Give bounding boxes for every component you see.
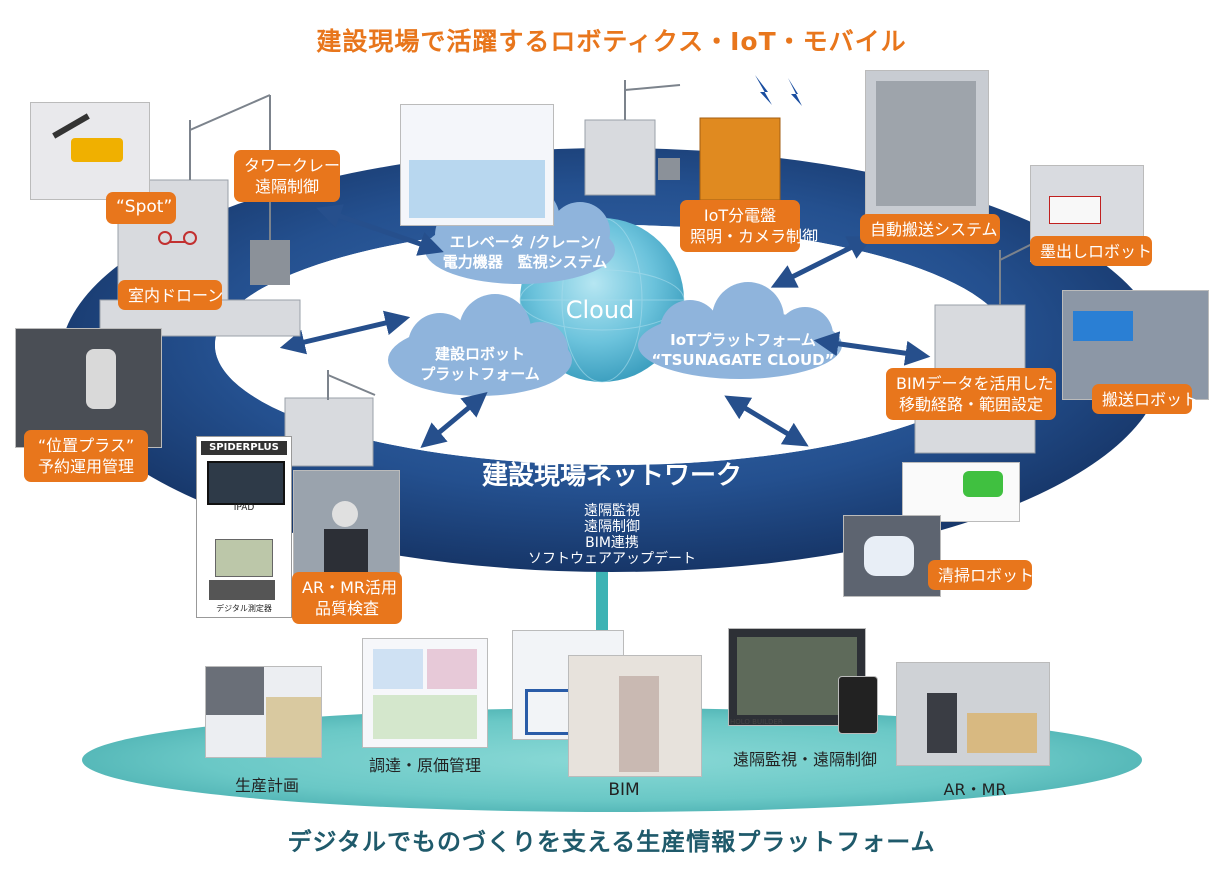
cloud-robot-line2: プラットフォーム — [420, 365, 540, 383]
network-function-2: 遠隔制御 — [584, 519, 640, 535]
bim-crane-image — [568, 655, 702, 777]
monitor-system-image — [400, 104, 554, 226]
label-position-plus-line1: “位置プラス” — [37, 436, 135, 455]
title-top: 建設現場で活躍するロボティクス・IoT・モバイル — [316, 27, 907, 56]
label-auto-transport: 自動搬送システム — [860, 214, 1000, 244]
building-top — [584, 119, 656, 196]
crane-top — [624, 80, 681, 120]
label-procurement: 調達・原価管理 — [368, 756, 481, 775]
cloud-monitor-line2: 電力機器 監視システム — [442, 253, 608, 271]
cloud-iot-line2: “TSUNAGATE CLOUD” — [651, 351, 835, 369]
arrow-spider — [420, 391, 488, 449]
label-remote: 遠隔監視・遠隔制御 — [732, 750, 877, 769]
label-ar-inspection-line2: 品質検査 — [314, 599, 379, 618]
label-tower-crane: タワークレーン 遠隔制御 — [234, 150, 356, 202]
spot-robot-image — [30, 102, 150, 200]
cloud-robot-line1: 建設ロボット — [434, 345, 525, 363]
arrow-right — [813, 331, 931, 366]
drone-image — [158, 231, 197, 245]
arrow-transport — [770, 236, 874, 288]
arrow-left — [279, 310, 411, 355]
armr-image — [896, 662, 1050, 766]
cloud-label: Cloud — [565, 296, 635, 324]
network-function-4: ソフトウェアアップデート — [528, 551, 696, 567]
procurement-image — [362, 638, 488, 748]
label-tower-crane-line1: タワークレーン — [244, 156, 356, 175]
label-ar-inspection: AR・MR活用 品質検査 — [292, 572, 402, 624]
production-image — [205, 666, 322, 758]
cloud-robot-text: 建設ロボット プラットフォーム — [410, 344, 550, 384]
arrow-bim — [724, 395, 809, 447]
label-ar-inspection-line1: AR・MR活用 — [302, 578, 397, 597]
label-tower-crane-line2: 遠隔制御 — [254, 177, 319, 196]
label-iot-panel-line2: 照明・カメラ制御 — [690, 227, 819, 246]
iot-panel-image — [699, 117, 781, 201]
arrow-crane — [316, 204, 444, 256]
label-iot-panel-line1: IoT分電盤 — [703, 206, 777, 225]
auto-transport-image — [865, 70, 989, 217]
network-function-3: BIM連携 — [585, 535, 639, 551]
label-bim-route-line2: 移動経路・範囲設定 — [898, 395, 1043, 414]
title-bottom: デジタルでものづくりを支える生産情報プラットフォーム — [287, 828, 936, 856]
label-iot-panel: IoT分電盤 照明・カメラ制御 — [680, 200, 819, 252]
remote-monitor-image — [728, 628, 866, 726]
network-functions: 遠隔監視 遠隔制御 BIM連携 ソフトウェアアップデート — [512, 503, 712, 567]
cloud-iot-text: IoTプラットフォーム “TSUNAGATE CLOUD” — [648, 330, 838, 370]
network-title-line2: 建設現場ネットワーク — [481, 461, 742, 491]
position-plus-image — [15, 328, 162, 448]
label-transport-robot: 搬送ロボット — [1092, 384, 1198, 414]
label-position-plus: “位置プラス” 予約運用管理 — [24, 430, 148, 482]
label-position-plus-line2: 予約運用管理 — [37, 457, 134, 476]
remote-tablet-image — [838, 676, 878, 734]
spiderplus-ipad: IPAD — [233, 503, 255, 513]
crane-mid-left — [327, 370, 376, 400]
transport-robot-image — [1062, 290, 1209, 400]
spiderplus-panel: SPIDERPLUS IPAD デジタル測定器 — [196, 436, 292, 618]
network-title-line1: 次世代 — [572, 429, 651, 459]
cloud-iot-line1: IoTプラットフォーム — [670, 331, 816, 349]
label-drone: 室内ドローン — [118, 280, 223, 310]
cleaning-robot-image-a — [902, 462, 1020, 522]
spiderplus-device: デジタル測定器 — [216, 604, 272, 613]
network-title: 次世代 建設現場ネットワーク — [432, 428, 792, 492]
label-spot: “Spot” — [106, 192, 176, 224]
label-production: 生産計画 — [234, 776, 299, 795]
spiderplus-brand: SPIDERPLUS — [209, 442, 279, 453]
label-cleaning-robot: 清掃ロボット — [928, 560, 1034, 590]
label-bim: BIM — [608, 780, 640, 800]
building-mid-left — [284, 397, 374, 467]
label-marking-robot: 墨出しロボット — [1030, 236, 1152, 266]
holobuilder-logo: HOLO BUILDER — [730, 718, 783, 726]
cleaning-robot-image-b — [843, 515, 941, 597]
cloud-monitor-line1: エレベータ /クレーン/ — [449, 233, 601, 251]
cloud-monitor-text: エレベータ /クレーン/ 電力機器 監視システム — [440, 232, 610, 272]
label-armr: AR・MR — [943, 780, 1007, 799]
network-function-1: 遠隔監視 — [584, 503, 640, 519]
label-bim-route: BIMデータを活用した 移動経路・範囲設定 — [886, 368, 1056, 420]
cloud-robot-shape — [388, 294, 572, 396]
label-bim-route-line1: BIMデータを活用した — [896, 374, 1054, 393]
